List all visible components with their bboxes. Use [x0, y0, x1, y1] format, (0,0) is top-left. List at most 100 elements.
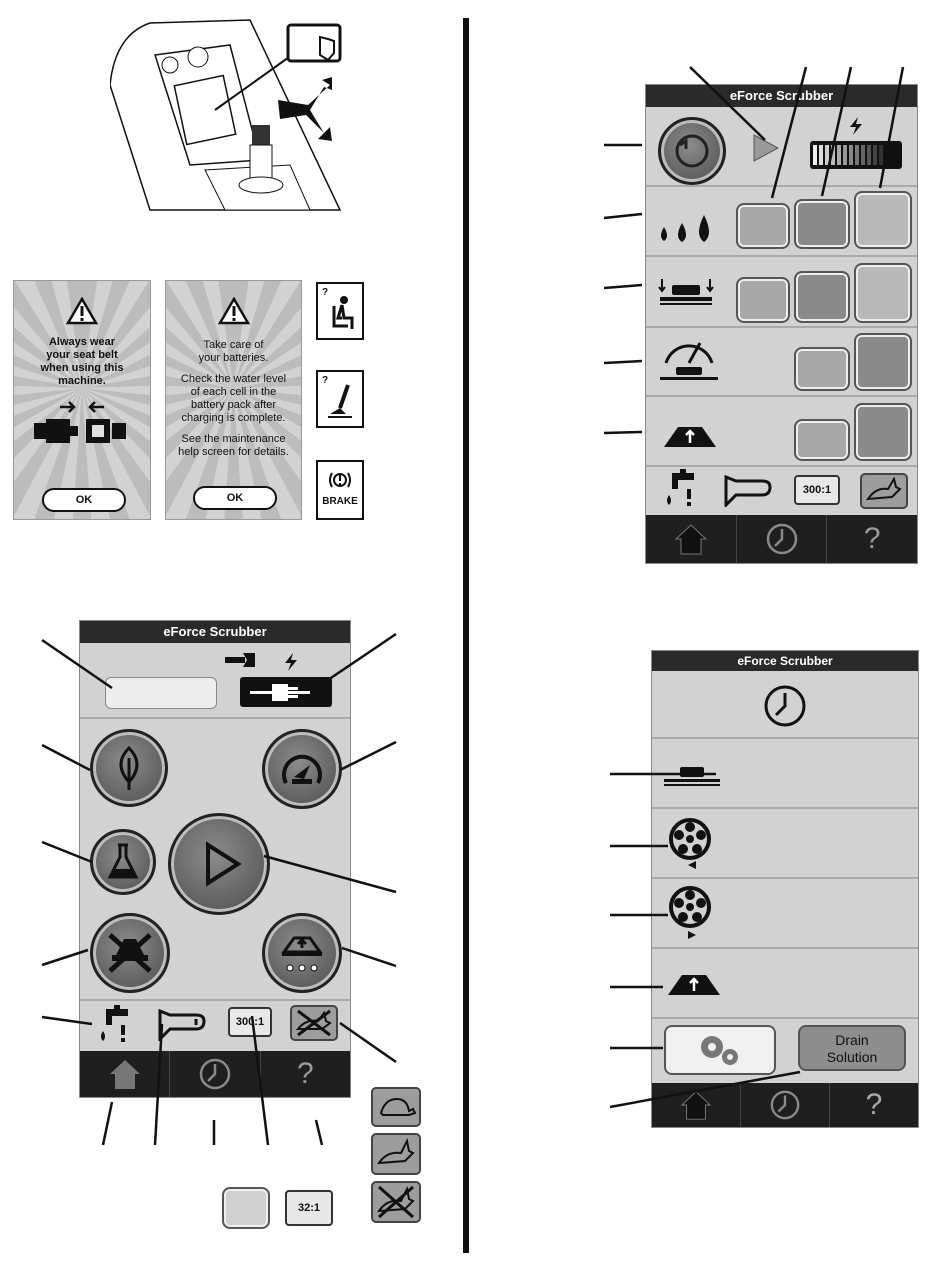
battery-title-line1: Take care of: [203, 339, 264, 351]
speed-slow-button[interactable]: [371, 1087, 421, 1127]
vacuum-high-button[interactable]: [854, 403, 912, 461]
service-settings-button[interactable]: [664, 1025, 776, 1075]
warning-triangle-icon: [218, 297, 250, 325]
vacuum-low-button[interactable]: [794, 419, 850, 461]
help-question-icon: ?: [296, 1057, 314, 1090]
home-icon: [674, 524, 708, 555]
timers-button[interactable]: [741, 1083, 830, 1127]
seatbelt-text-line4: machine.: [58, 375, 106, 387]
battery-body-line2: of each cell in the: [190, 386, 277, 398]
drain-label-line2: Solution: [826, 1049, 878, 1065]
settings-row-separator: [646, 326, 917, 328]
brake-label: BRAKE: [322, 496, 358, 507]
charge-lightning-icon: [850, 117, 862, 135]
eco-mode-button[interactable]: [90, 729, 168, 807]
clock-icon: [764, 685, 806, 727]
pressure-high-button[interactable]: [854, 263, 912, 323]
blank-ratio-option[interactable]: [222, 1187, 270, 1229]
battery-footer-line2: help screen for details.: [178, 446, 289, 458]
horn-icon[interactable]: [156, 1009, 206, 1041]
pressure-medium-button[interactable]: [794, 271, 850, 323]
rabbit-icon: [377, 1137, 415, 1165]
home-icon: [680, 1091, 712, 1120]
wrench-icon: [225, 653, 255, 667]
wheel-right-icon: [669, 886, 711, 939]
clock-icon: [199, 1058, 231, 1090]
start-scrub-button[interactable]: [168, 813, 270, 915]
timers-row-separator: [652, 877, 918, 879]
help-button[interactable]: ?: [261, 1051, 350, 1097]
dilution-ratio-button[interactable]: 300:1: [794, 475, 840, 505]
home-button[interactable]: [652, 1083, 741, 1127]
settings-row-separator: [646, 255, 917, 257]
settings-row-separator: [646, 465, 917, 467]
seat-help-card: ?: [316, 282, 364, 340]
seatbelt-buckle-icon: [34, 401, 126, 443]
play-arrow-icon: [753, 134, 780, 162]
main-screen: eForce Scrubber: [79, 620, 351, 1098]
rabbit-crossed-icon: [377, 1185, 415, 1219]
help-button[interactable]: ?: [827, 515, 917, 563]
drain-label-line1: Drain: [835, 1032, 869, 1048]
battery-title-line2: your batteries.: [198, 352, 269, 364]
seatbelt-ok-button[interactable]: OK: [42, 488, 126, 512]
extra-pressure-gauge-icon: [660, 342, 718, 380]
speed-off-option[interactable]: [371, 1181, 421, 1223]
pedal-lever-icon: [328, 384, 352, 418]
help-question-icon: ?: [865, 1088, 883, 1121]
seatbelt-text-line1: Always wear: [48, 336, 116, 348]
battery-body-line3: battery pack after: [191, 399, 276, 411]
home-button[interactable]: [80, 1051, 171, 1097]
reset-defaults-button[interactable]: [658, 117, 726, 185]
drain-solution-button[interactable]: Drain Solution: [798, 1025, 906, 1071]
flow-low-button[interactable]: [736, 203, 790, 249]
rabbit-icon: [866, 476, 902, 501]
timers-screen-title: eForce Scrubber: [652, 651, 918, 671]
clock-icon: [770, 1090, 800, 1120]
leaf-icon: [119, 746, 139, 790]
reset-circle-icon: [675, 134, 709, 168]
home-button[interactable]: [646, 515, 737, 563]
speed-fast-button[interactable]: [860, 473, 908, 509]
settings-bottom-nav: ?: [646, 515, 917, 563]
play-icon: [206, 841, 242, 887]
rabbit-crossed-icon: [295, 1009, 332, 1037]
hour-meter-display: [105, 677, 217, 709]
help-question-icon: ?: [863, 522, 881, 555]
pressure-low-button[interactable]: [736, 277, 790, 323]
main-row-separator: [80, 717, 350, 719]
charge-lightning-icon: [285, 653, 297, 671]
timers-row-separator: [652, 947, 918, 949]
extra-pressure-low-button[interactable]: [794, 347, 850, 391]
seatbelt-text-line3: when using this: [40, 362, 124, 374]
water-tap-icon[interactable]: [662, 469, 698, 509]
battery-ok-button[interactable]: OK: [193, 486, 277, 510]
turtle-icon: [379, 1097, 417, 1116]
battery-bars-icon: [813, 145, 883, 165]
pressure-mode-button[interactable]: [262, 729, 342, 809]
flow-medium-button[interactable]: [794, 199, 850, 249]
dilution-ratio-button[interactable]: 300:1: [228, 1007, 272, 1037]
horn-icon[interactable]: [722, 475, 772, 507]
help-button[interactable]: ?: [830, 1083, 918, 1127]
extra-pressure-high-button[interactable]: [854, 333, 912, 391]
battery-footer-line1: See the maintenance: [181, 433, 286, 445]
battery-charging-indicator: [240, 677, 333, 707]
flask-icon: [107, 843, 139, 879]
scrub-off-button[interactable]: [90, 913, 170, 993]
home-icon: [109, 1060, 140, 1089]
timers-button[interactable]: [737, 515, 828, 563]
speed-off-button[interactable]: [290, 1005, 338, 1041]
seatbelt-warning-dialog: Always wear your seat belt when using th…: [13, 280, 151, 520]
page-divider: [463, 18, 469, 1253]
timers-bottom-nav: ?: [652, 1083, 918, 1127]
gauge-icon: [282, 754, 322, 784]
ratio-32-option[interactable]: 32:1: [285, 1190, 333, 1226]
water-tap-icon[interactable]: [96, 1005, 132, 1045]
timers-row-separator: [652, 1017, 918, 1019]
vacuum-squeegee-button[interactable]: [262, 913, 342, 993]
flow-high-button[interactable]: [854, 191, 912, 249]
speed-fast-button[interactable]: [371, 1133, 421, 1175]
brake-help-card: BRAKE: [316, 460, 364, 520]
